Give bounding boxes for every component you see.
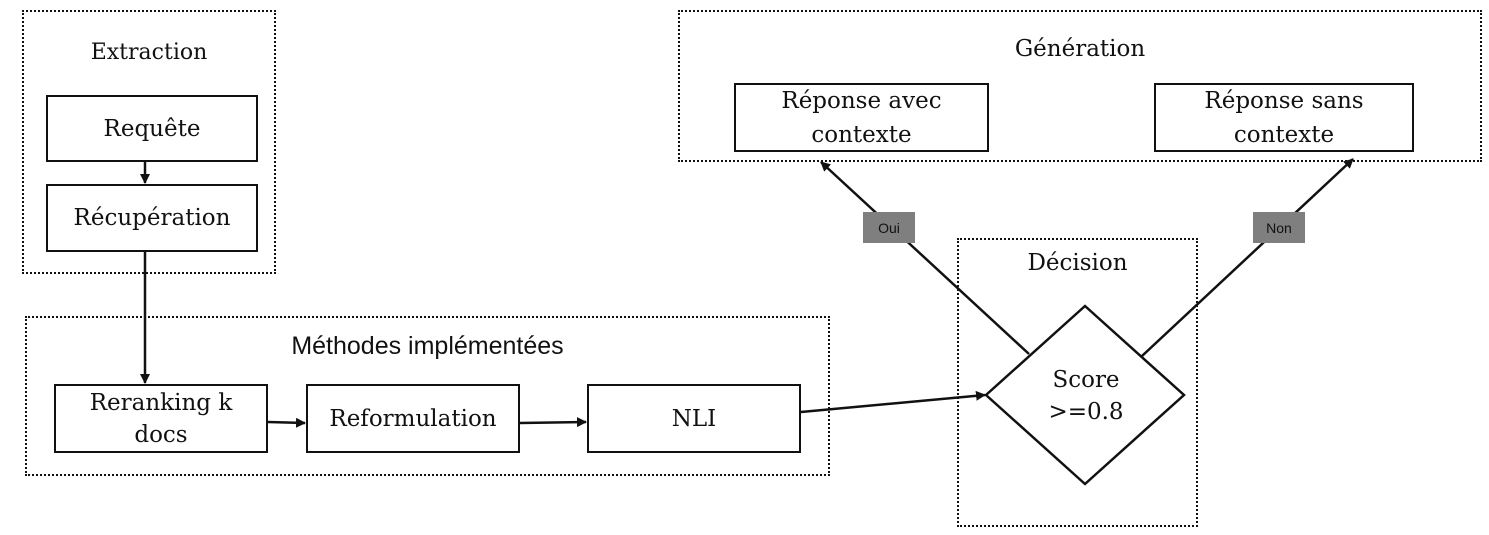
- edge-reranking-reformulation: [267, 417, 306, 428]
- group-decision-title: Décision: [1027, 250, 1128, 276]
- node-requete: Requête: [46, 95, 258, 162]
- edge-score-sans: [1141, 158, 1354, 357]
- score-label-line1: Score: [1052, 367, 1120, 393]
- score-label: Score >=0.8: [1016, 364, 1156, 428]
- node-reformulation: Reformulation: [306, 384, 520, 453]
- edge-reformulation-nli: [519, 417, 587, 428]
- score-diamond: [984, 304, 1186, 486]
- score-label-line2: >=0.8: [1048, 399, 1124, 425]
- edge-nli-score: [800, 390, 986, 414]
- edge-label-non: Non: [1253, 212, 1305, 243]
- edge-score-avec: [820, 161, 1030, 355]
- edge-label-oui: Oui: [863, 212, 915, 243]
- group-extraction-title: Extraction: [90, 40, 208, 65]
- group-methods: Méthodes implémentées: [25, 316, 830, 476]
- node-reranking: Reranking k docs: [54, 384, 268, 453]
- node-nli: NLI: [587, 384, 801, 453]
- group-generation-title: Génération: [1014, 36, 1146, 62]
- node-reponse-sans: Réponse sans contexte: [1154, 83, 1414, 152]
- node-recuperation: Récupération: [46, 184, 258, 252]
- group-methods-title: Méthodes implémentées: [291, 332, 564, 360]
- group-generation: Génération: [678, 10, 1482, 162]
- group-decision: Décision: [957, 238, 1198, 527]
- group-extraction: Extraction: [22, 10, 276, 274]
- node-reponse-avec: Réponse avec contexte: [734, 83, 989, 152]
